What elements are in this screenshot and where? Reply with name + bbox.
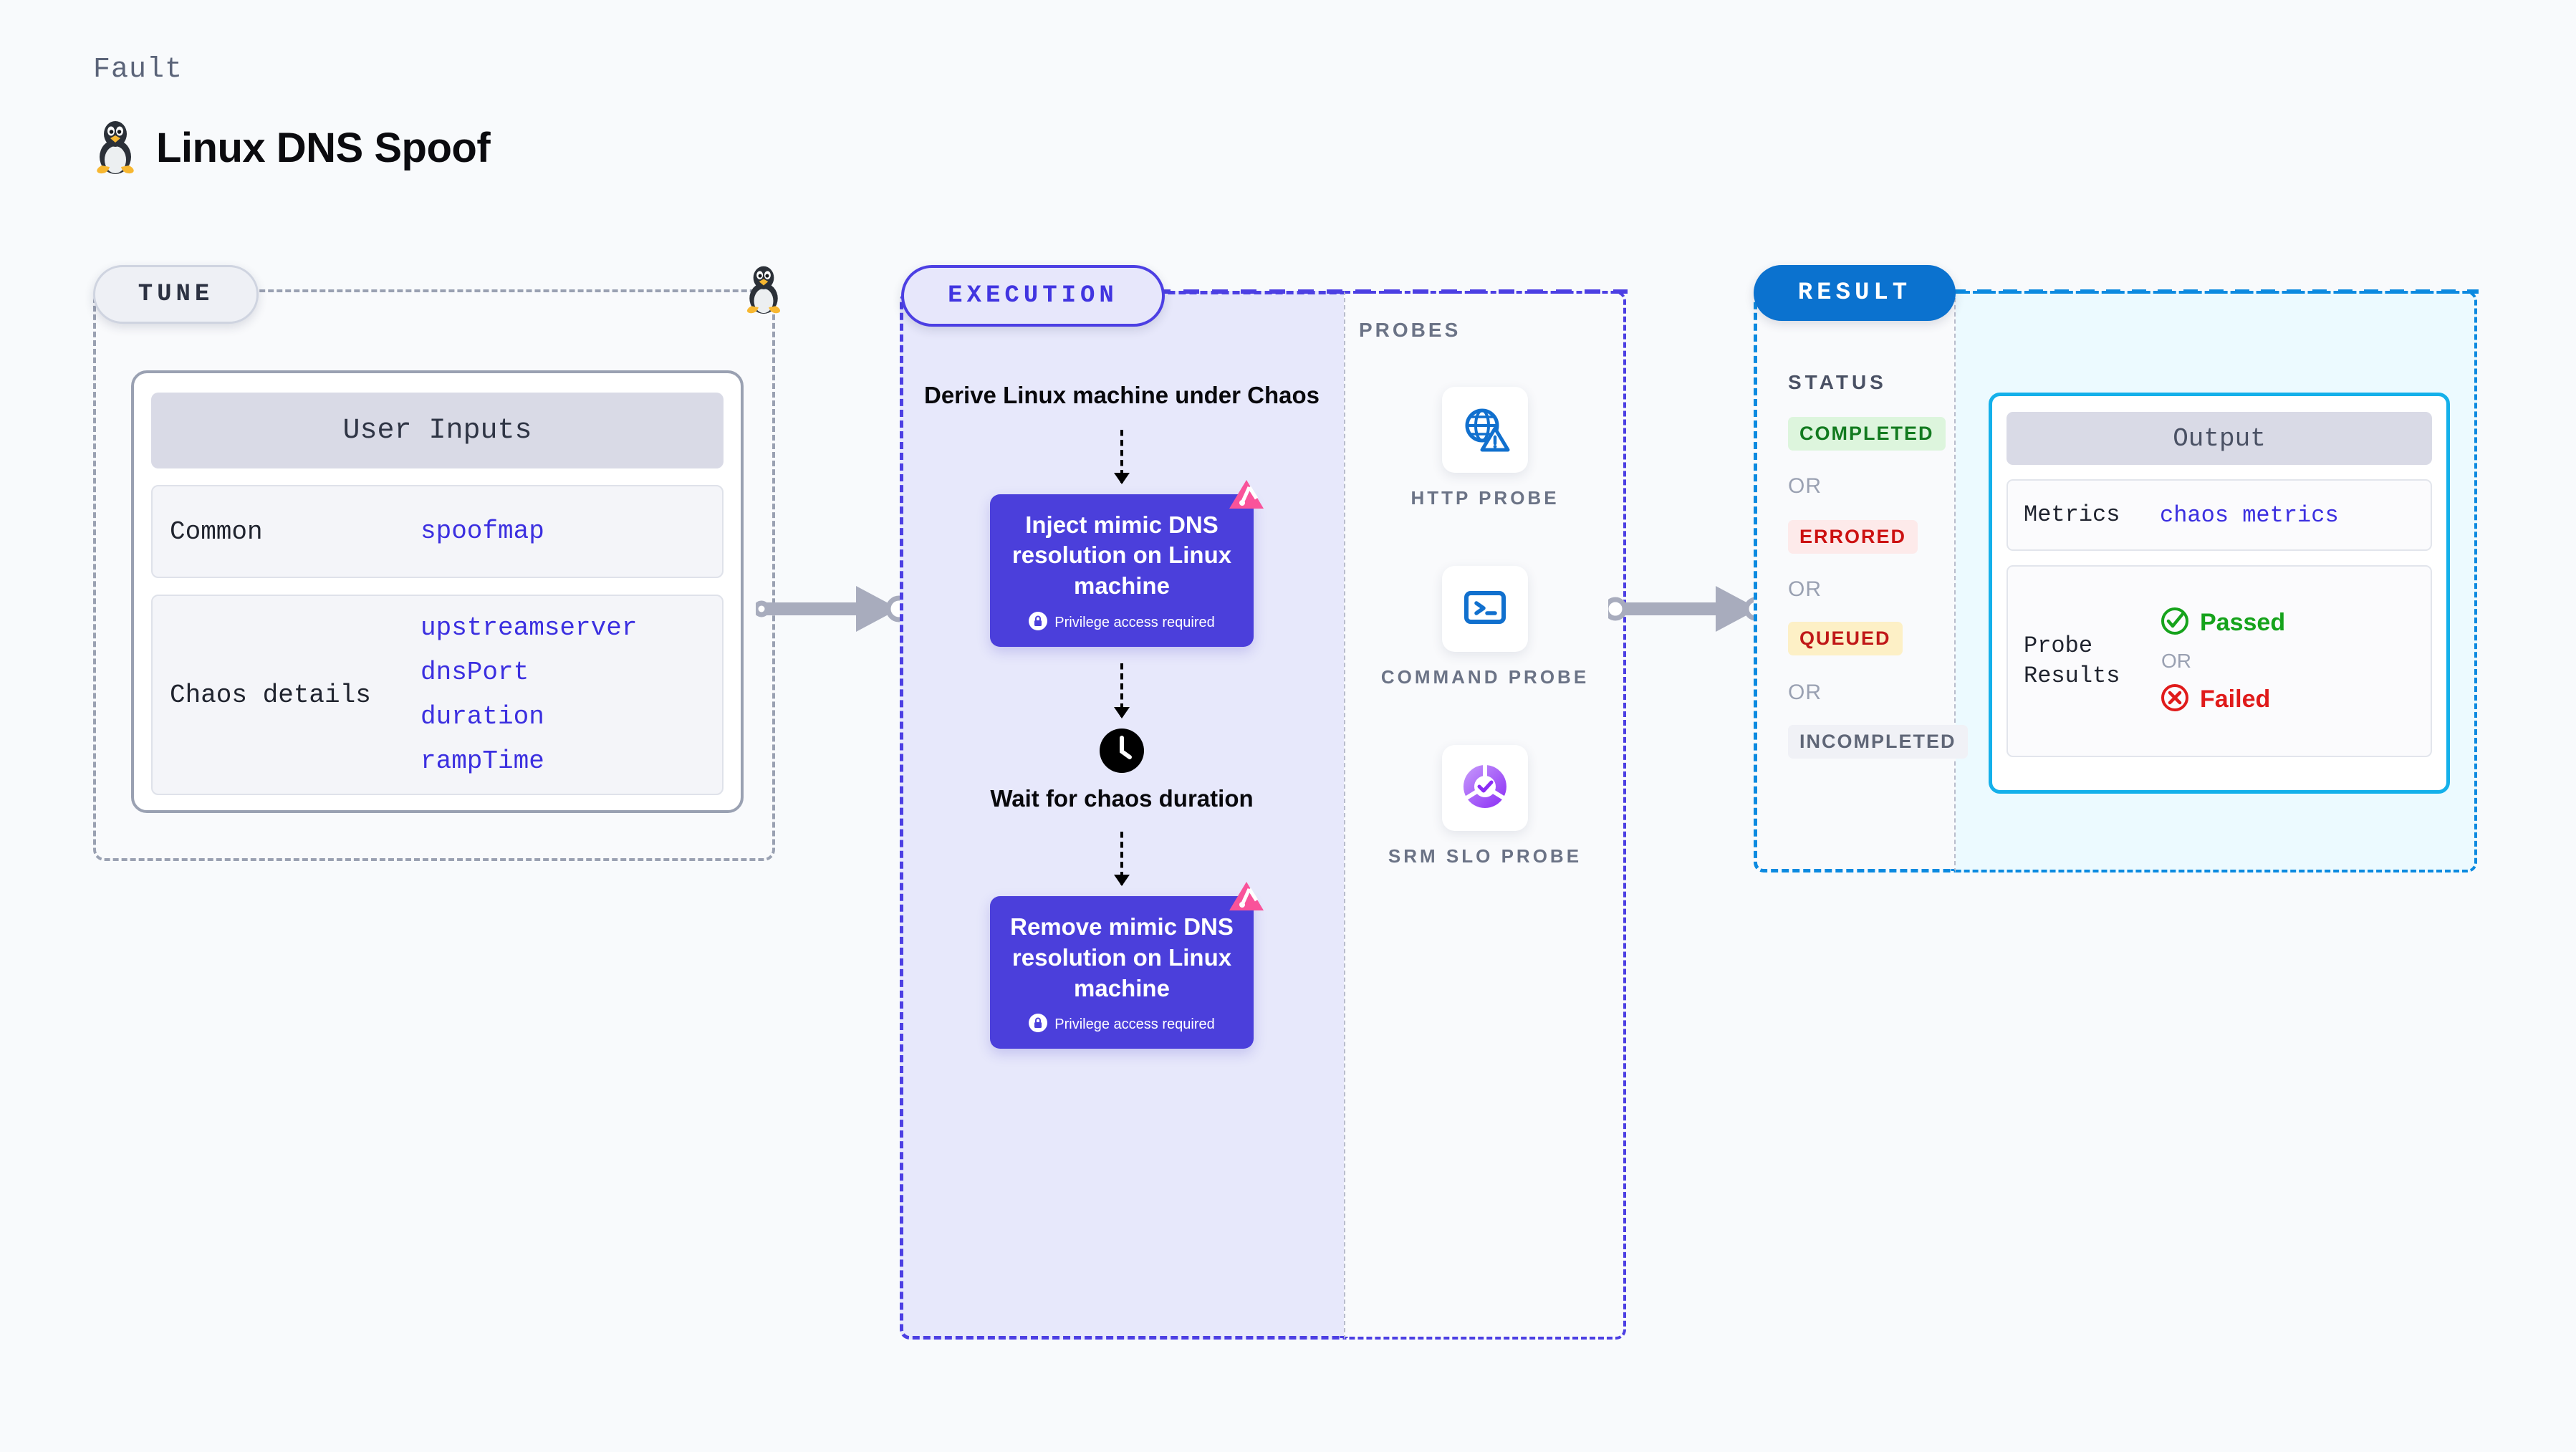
output-metrics-label: Metrics — [2024, 501, 2120, 529]
linux-penguin-icon — [741, 264, 786, 321]
litmus-logo-icon — [1226, 477, 1267, 517]
execution-step-remove[interactable]: Remove mimic DNS resolution on Linux mac… — [990, 881, 1264, 1049]
output-card: Output Metrics chaos metrics Probe Resul… — [1989, 393, 2450, 794]
litmus-logo-icon — [1226, 879, 1267, 919]
flow-arrow — [1114, 828, 1130, 886]
tune-stage-badge[interactable]: TUNE — [93, 265, 259, 324]
privilege-note: Privilege access required — [1004, 1014, 1239, 1036]
terminal-icon — [1459, 582, 1511, 637]
tune-row-common: Common spoofmap — [151, 485, 724, 578]
status-or-3: OR — [1788, 681, 1822, 704]
execution-step-inject-label: Inject mimic DNS resolution on Linux mac… — [1011, 511, 1232, 600]
tune-row-chaos-values: upstreamserver dnsPort duration rampTime — [420, 606, 637, 784]
probe-result-passed-label: Passed — [2200, 609, 2286, 636]
probe-result-or: OR — [2161, 650, 2191, 672]
probe-result-passed: Passed — [2160, 606, 2285, 640]
execution-step-inject[interactable]: Inject mimic DNS resolution on Linux mac… — [990, 479, 1264, 648]
page-title: Linux DNS Spoof — [156, 125, 491, 171]
slo-check-icon — [1459, 761, 1511, 816]
tune-value: dnsPort — [420, 658, 529, 688]
probe-command-tile[interactable] — [1442, 566, 1528, 652]
status-badge-errored: ERRORED — [1788, 520, 1918, 554]
user-inputs-card: User Inputs Common spoofmap Chaos detail… — [131, 370, 744, 813]
probe-http-label: HTTP PROBE — [1410, 487, 1559, 509]
x-circle-icon — [2160, 683, 2190, 716]
output-probe-results-label: Probe Results — [2024, 633, 2120, 689]
tune-value: upstreamserver — [420, 613, 638, 643]
clock-icon — [1100, 729, 1144, 774]
status-badge-queued: QUEUED — [1788, 622, 1903, 655]
probe-command[interactable]: COMMAND PROBE — [1344, 566, 1626, 690]
status-badge-completed: COMPLETED — [1788, 417, 1946, 451]
tune-row-chaos-details: Chaos details upstreamserver dnsPort dur… — [151, 595, 724, 795]
flow-arrow — [1114, 660, 1130, 719]
execution-step-wait: Wait for chaos duration — [990, 785, 1254, 812]
tune-value: rampTime — [420, 746, 544, 776]
status-or-2: OR — [1788, 577, 1822, 601]
execution-top-dashed-line — [1155, 289, 1628, 294]
result-stage-badge[interactable]: RESULT — [1754, 265, 1956, 321]
tune-row-common-values: spoofmap — [420, 509, 544, 554]
globe-warning-icon — [1459, 403, 1511, 458]
page-title-row: Linux DNS Spoof — [93, 118, 491, 178]
check-circle-icon — [2160, 606, 2190, 640]
probe-srm-slo[interactable]: SRM SLO PROBE — [1344, 745, 1626, 869]
page-kicker: Fault — [93, 54, 183, 86]
flow-arrow — [1114, 426, 1130, 484]
lock-icon — [1029, 1014, 1048, 1036]
probe-srm-slo-tile[interactable] — [1442, 745, 1528, 831]
output-row-probe-results: Probe Results Passed OR — [2007, 565, 2432, 757]
status-or-1: OR — [1788, 474, 1822, 498]
probe-http[interactable]: HTTP PROBE — [1344, 387, 1626, 511]
probe-srm-slo-label: SRM SLO PROBE — [1388, 845, 1582, 867]
status-badge-incompleted: INCOMPLETED — [1788, 725, 1968, 759]
connector-tune-to-execution — [756, 586, 913, 632]
tune-value: spoofmap — [420, 516, 544, 547]
user-inputs-title: User Inputs — [151, 393, 724, 468]
privilege-note: Privilege access required — [1004, 612, 1239, 634]
privilege-note-text: Privilege access required — [1054, 1016, 1215, 1033]
tune-row-chaos-label: Chaos details — [170, 680, 371, 710]
result-panel — [1754, 291, 1956, 872]
output-card-title: Output — [2007, 412, 2432, 465]
privilege-note-text: Privilege access required — [1054, 615, 1215, 631]
execution-flow: Derive Linux machine under Chaos Inject … — [900, 380, 1344, 1049]
probe-result-failed: Failed — [2160, 683, 2285, 716]
probes-title: PROBES — [1359, 319, 1461, 341]
output-row-metrics: Metrics chaos metrics — [2007, 479, 2432, 551]
execution-stage-badge[interactable]: EXECUTION — [901, 265, 1165, 327]
execution-step-remove-label: Remove mimic DNS resolution on Linux mac… — [1010, 913, 1234, 1001]
probe-command-label: COMMAND PROBE — [1380, 666, 1590, 688]
tune-row-common-label: Common — [170, 516, 263, 547]
tune-value: duration — [420, 702, 544, 731]
output-probe-results-values: Passed OR Failed — [2160, 606, 2285, 716]
linux-penguin-icon — [93, 118, 138, 178]
execution-step-derive: Derive Linux machine under Chaos — [924, 382, 1320, 408]
probe-result-failed-label: Failed — [2200, 686, 2271, 713]
result-top-dashed-line — [1951, 289, 2479, 294]
probe-http-tile[interactable] — [1442, 387, 1528, 473]
lock-icon — [1029, 612, 1048, 634]
status-title: STATUS — [1788, 371, 1887, 393]
output-metrics-value: chaos metrics — [2160, 501, 2339, 529]
